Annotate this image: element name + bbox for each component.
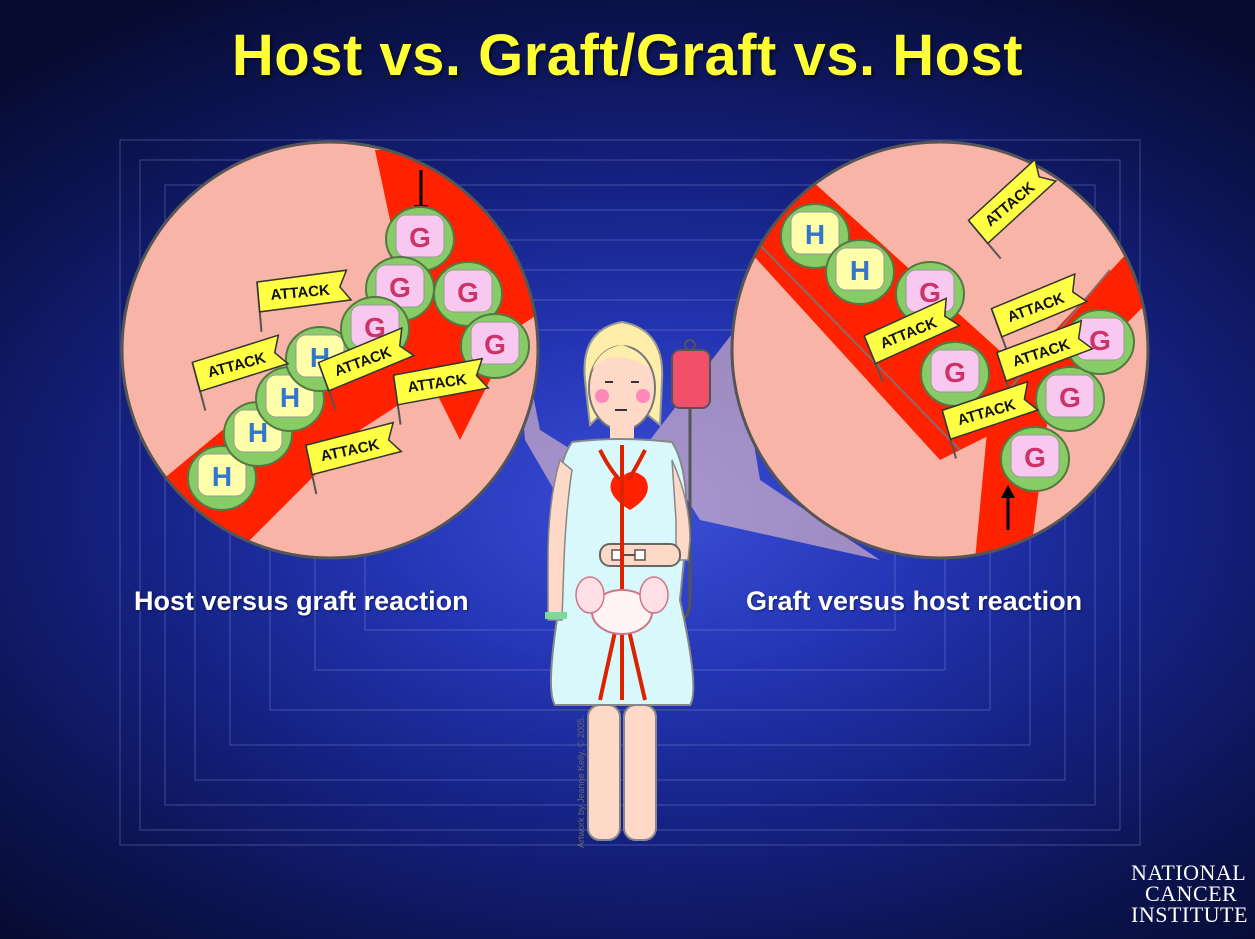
- cell-letter: H: [805, 219, 825, 250]
- cell-letter: G: [409, 222, 431, 253]
- cell-letter: H: [212, 461, 232, 492]
- attack-flag: ATTACK: [393, 358, 492, 424]
- logo-line-3: INSTITUTE: [1131, 904, 1255, 925]
- attack-flag: ATTACK: [305, 422, 406, 494]
- host-cell-icon: H: [826, 240, 894, 304]
- cell-letter: G: [389, 272, 411, 303]
- cell-letter: G: [1024, 442, 1046, 473]
- graft-versus-host-caption: Graft versus host reaction: [746, 586, 1082, 617]
- attack-flag: ATTACK: [966, 158, 1071, 259]
- cell-letter: H: [850, 255, 870, 286]
- attack-flag: ATTACK: [257, 270, 353, 332]
- cell-letter: G: [944, 357, 966, 388]
- cell-letter: G: [1089, 325, 1111, 356]
- logo-line-1: NATIONAL: [1131, 862, 1255, 883]
- graft-cell-icon: G: [1001, 427, 1069, 491]
- logo-line-2: CANCER: [1131, 883, 1255, 904]
- cell-letter: G: [457, 277, 479, 308]
- cell-letter: G: [484, 329, 506, 360]
- nci-logo: NATIONAL CANCER INSTITUTE: [1131, 862, 1255, 925]
- cell-letter: G: [1059, 382, 1081, 413]
- host-versus-graft-caption: Host versus graft reaction: [134, 586, 469, 617]
- cell-letter: H: [280, 382, 300, 413]
- graft-cell-icon: G: [921, 342, 989, 406]
- artwork-credit: Artwork by Jeanne Kelly, © 2005.: [576, 715, 586, 848]
- graft-cell-icon: G: [1036, 367, 1104, 431]
